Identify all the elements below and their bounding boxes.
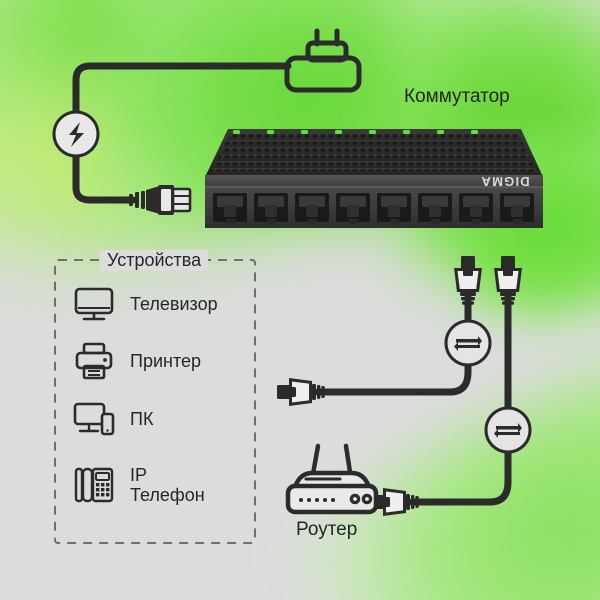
device-label: Телевизор bbox=[130, 293, 218, 314]
rj45-plug-icon bbox=[494, 256, 522, 305]
switch-top-vents bbox=[210, 133, 537, 172]
data-transfer-badge-lower bbox=[484, 406, 532, 454]
device-label: IP Телефон bbox=[130, 465, 205, 506]
switch-port bbox=[336, 193, 370, 224]
printer-icon bbox=[75, 342, 113, 380]
ip-phone-icon bbox=[74, 467, 114, 503]
rj45-plug-icon bbox=[454, 256, 482, 305]
device-list-item-tv[interactable]: Телевизор bbox=[72, 284, 218, 324]
router-led-dots bbox=[299, 498, 335, 502]
switch-port bbox=[418, 193, 452, 224]
ethernet-lower-cable-path bbox=[408, 292, 512, 506]
devices-box-title: Устройства bbox=[100, 250, 209, 271]
switch-port bbox=[459, 193, 493, 224]
switch-label: Коммутатор bbox=[404, 86, 510, 107]
device-list-item-pc[interactable]: ПК bbox=[72, 399, 153, 439]
switch-brand-band bbox=[205, 175, 543, 188]
switch-port bbox=[213, 193, 247, 224]
ethernet-upper-cable-path bbox=[314, 292, 472, 396]
switch-port bbox=[500, 193, 534, 224]
pc-icon bbox=[73, 402, 115, 436]
rj45-plug-icon bbox=[371, 488, 419, 516]
switch-port bbox=[295, 193, 329, 224]
rj45-plug-icon bbox=[277, 378, 325, 406]
device-list-item-printer[interactable]: Принтер bbox=[72, 341, 201, 381]
tv-icon bbox=[74, 287, 114, 321]
switch-brand-logo: DIGMA bbox=[480, 174, 529, 189]
router-port-dots bbox=[349, 493, 373, 505]
data-transfer-icon bbox=[454, 336, 482, 351]
switch-port bbox=[254, 193, 288, 224]
switch-led-row bbox=[233, 130, 478, 134]
router-label: Роутер bbox=[296, 519, 358, 540]
lightning-bolt-icon bbox=[69, 122, 84, 147]
device-label: ПК bbox=[130, 408, 154, 429]
device-label: Принтер bbox=[130, 350, 202, 371]
device-list-item-ip-phone[interactable]: IP Телефон bbox=[72, 465, 205, 505]
data-transfer-badge-upper bbox=[444, 319, 492, 367]
switch-port bbox=[377, 193, 411, 224]
switch-port-row bbox=[213, 193, 534, 224]
data-transfer-icon bbox=[494, 423, 522, 438]
